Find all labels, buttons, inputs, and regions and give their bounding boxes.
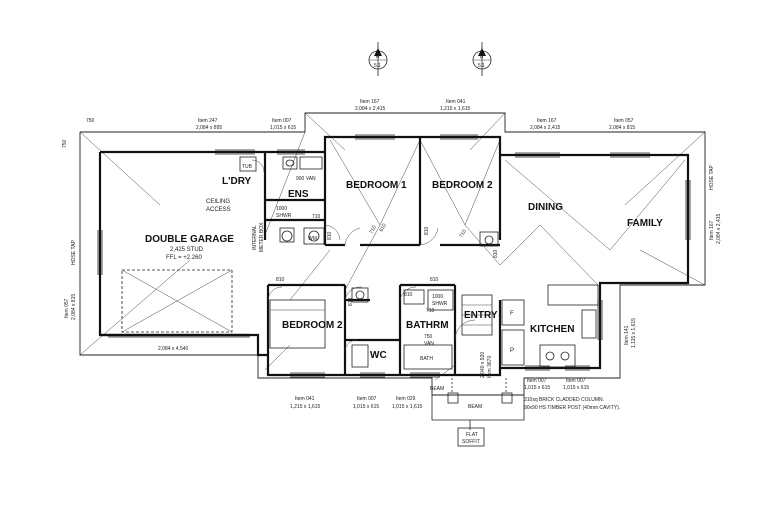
ceiling-access-label-2: ACCESS bbox=[206, 207, 231, 213]
win-left-hosetap: HOSE TAP bbox=[71, 240, 77, 265]
meter-box-label-2: METER BOX bbox=[259, 222, 265, 252]
ens-shower-label-2: SHWR bbox=[276, 213, 292, 219]
win-right-hosetap: HOSE TAP bbox=[709, 165, 715, 190]
entry-door-size-a: 2,040 x 920 bbox=[480, 352, 486, 378]
porch-beam bbox=[431, 378, 525, 447]
win-top-247-a: Item 247 bbox=[198, 118, 218, 124]
dim-610: 610 bbox=[379, 223, 388, 233]
post-note: 90x90 HS TIMBER POST (40mm CAVITY). bbox=[524, 405, 620, 411]
dim-710-bath: 710 bbox=[426, 308, 435, 314]
tub-label: TUB bbox=[242, 164, 253, 170]
win-bottom-007-b: 1,015 x 615 bbox=[353, 404, 379, 410]
win-left-057-b: 2,084 x 815 bbox=[71, 294, 77, 320]
win-right-167-a: Item 167 bbox=[709, 220, 715, 240]
eave-outline bbox=[79, 112, 706, 396]
win-top-057-b: 2,084 x 815 bbox=[609, 125, 635, 131]
dim-810-wc: 810 bbox=[348, 297, 354, 306]
win-kitchen-007a-b: 1,015 x 615 bbox=[524, 385, 550, 391]
win-bottom-029-a: Item 029 bbox=[396, 396, 416, 402]
dim-710-ens: 710 bbox=[312, 214, 321, 220]
win-left-057-a: Item 057 bbox=[64, 298, 70, 318]
section-a-letter: A bbox=[376, 54, 380, 60]
dim-810-hall: 810 bbox=[276, 277, 285, 283]
win-kitchen-007b-a: Item 007 bbox=[566, 378, 586, 384]
garage-ffl-note: FFL = +2.260 bbox=[166, 255, 202, 261]
room-wc: WC bbox=[370, 350, 387, 361]
wm-label: WM bbox=[308, 236, 317, 242]
room-double-garage: DOUBLE GARAGE bbox=[145, 234, 234, 245]
bath-label: BATH bbox=[420, 356, 433, 362]
dim-810-ens: 810 bbox=[327, 231, 333, 240]
dim-710-c: 710 bbox=[459, 229, 468, 239]
room-dining: DINING bbox=[528, 202, 563, 213]
win-right-141-b: 1,115 x 1,615 bbox=[631, 318, 637, 348]
win-top-007-b: 1,015 x 615 bbox=[270, 125, 296, 131]
roof-hip-lines bbox=[79, 112, 706, 381]
dim-810-bed1: 810 bbox=[424, 226, 430, 235]
van-750-label-2: VAN bbox=[424, 341, 434, 347]
internal-walls bbox=[263, 137, 502, 375]
ceiling-access-label-1: CEILING bbox=[206, 199, 230, 205]
dim-750: 750 bbox=[86, 118, 95, 124]
external-walls bbox=[98, 135, 690, 377]
section-a-sheet: 5.1 bbox=[374, 63, 381, 69]
van-900-label: 900 VAN bbox=[296, 176, 316, 182]
section-marker-a bbox=[368, 42, 388, 76]
fixtures bbox=[239, 156, 599, 370]
room-bedroom-1: BEDROOM 1 bbox=[346, 180, 407, 191]
win-top-057-a: Item 057 bbox=[614, 118, 634, 124]
room-family: FAMILY bbox=[627, 218, 663, 229]
ens-shower-label-1: 1000 bbox=[276, 206, 287, 212]
entry-door-size-b: Item 3670 bbox=[487, 356, 493, 378]
bath-shower-label-2: SHWR bbox=[432, 301, 448, 307]
dim-750-side: 750 bbox=[62, 139, 68, 148]
win-top-041-b: 1,215 x 1,615 bbox=[440, 106, 471, 112]
dim-710-b: 710 bbox=[369, 225, 378, 235]
room-bedroom-2-top: BEDROOM 2 bbox=[432, 180, 493, 191]
dim-810-entry: 810 bbox=[430, 277, 439, 283]
win-kitchen-007b-b: 1,015 x 615 bbox=[563, 385, 589, 391]
room-laundry: L'DRY bbox=[222, 176, 252, 187]
garage-stud-note: 2,425 STUD bbox=[170, 247, 204, 253]
win-top-167b-a: Item 167 bbox=[537, 118, 557, 124]
section-b-sheet: 5.1 bbox=[478, 63, 485, 69]
soffit-label: SOFFIT bbox=[462, 439, 480, 445]
dim-810-bath: 810 bbox=[404, 292, 413, 298]
win-right-167-b: 2,084 x 2,415 bbox=[716, 213, 722, 244]
win-top-167-b: 2,084 x 2,415 bbox=[355, 106, 386, 112]
fridge-label: F bbox=[510, 311, 514, 317]
room-bedroom-2-bottom: BEDROOM 2 bbox=[282, 320, 343, 331]
win-top-007-a: Item 007 bbox=[272, 118, 292, 124]
room-ensuite: ENS bbox=[288, 189, 309, 200]
beam-label-bottom: BEAM bbox=[468, 404, 482, 410]
beam-label-left: BEAM bbox=[430, 386, 444, 392]
win-kitchen-007a-a: Item 007 bbox=[527, 378, 547, 384]
win-right-141-a: Item 141 bbox=[624, 325, 630, 345]
bath-shower-label-1: 1000 bbox=[432, 294, 443, 300]
win-bottom-007-a: Item 007 bbox=[357, 396, 377, 402]
pantry-label: P bbox=[510, 348, 514, 354]
room-entry: ENTRY bbox=[464, 310, 498, 321]
garage-details bbox=[100, 269, 250, 338]
column-note: 310sq BRICK CLADDED COLUMN. bbox=[524, 397, 604, 403]
section-marker-b bbox=[472, 42, 492, 76]
win-bottom-041-a: Item 041 bbox=[295, 396, 315, 402]
win-top-041-a: Item 041 bbox=[446, 99, 466, 105]
dim-810-bed2: 810 bbox=[493, 249, 499, 258]
flat-label: FLAT bbox=[466, 432, 478, 438]
section-b-letter: B bbox=[480, 54, 484, 60]
van-750-label-1: 750 bbox=[424, 334, 433, 340]
win-bottom-029-b: 1,015 x 1,615 bbox=[392, 404, 423, 410]
door-swings bbox=[251, 159, 476, 351]
meter-box-label-1: INTERNAL bbox=[252, 225, 258, 250]
win-garage-door: 2,084 x 4,540 bbox=[158, 346, 189, 352]
win-top-247-b: 2,084 x 895 bbox=[196, 125, 222, 131]
win-bottom-041-b: 1,215 x 1,615 bbox=[290, 404, 321, 410]
win-top-167b-b: 2,084 x 2,415 bbox=[530, 125, 561, 131]
win-top-167-a: Item 167 bbox=[360, 99, 380, 105]
room-kitchen: KITCHEN bbox=[530, 324, 574, 335]
room-bathroom: BATHRM bbox=[406, 320, 449, 331]
windows bbox=[97, 134, 691, 378]
